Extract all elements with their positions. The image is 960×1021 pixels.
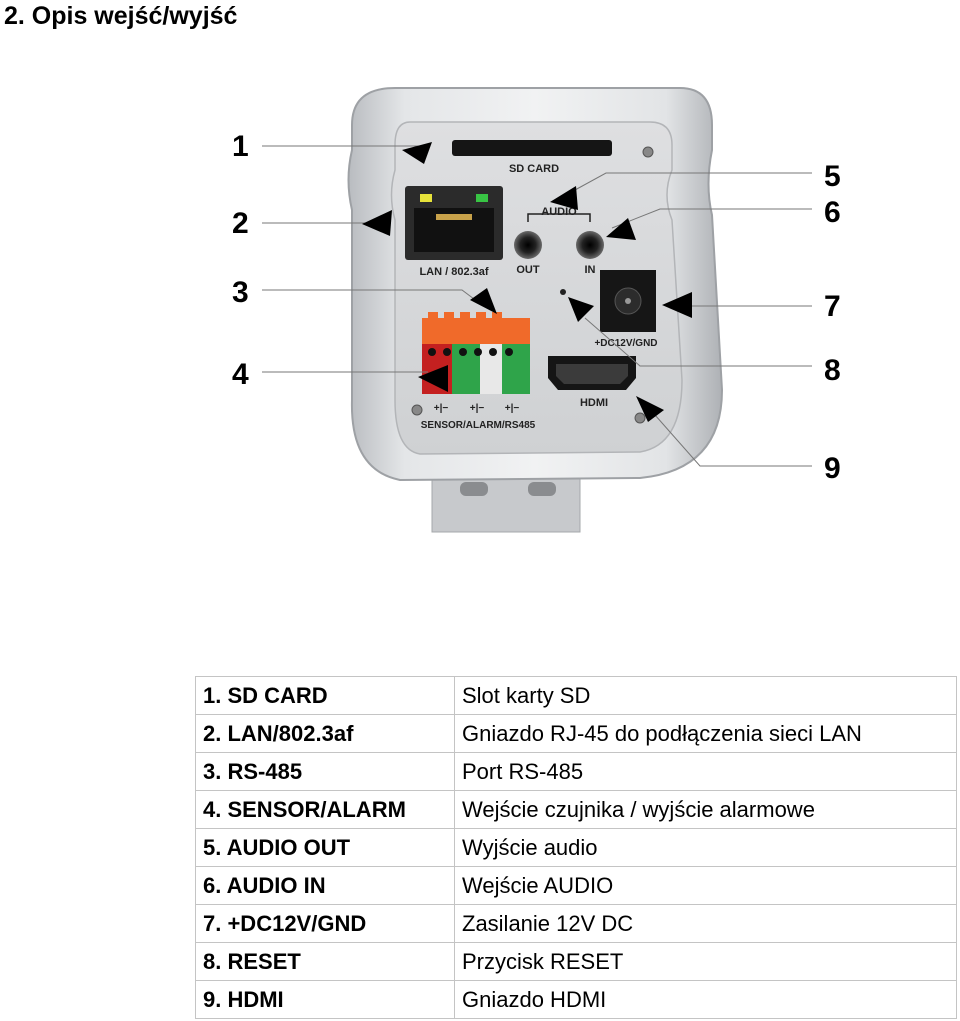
terminal-block xyxy=(422,312,530,394)
sd-card-label: SD CARD xyxy=(509,163,559,175)
table-cell-value: Gniazdo RJ-45 do podłączenia sieci LAN xyxy=(454,714,957,753)
callout-4: 4 xyxy=(232,358,249,391)
hdmi-port xyxy=(548,356,636,390)
table-cell-value: Zasilanie 12V DC xyxy=(454,904,957,943)
dc-power-jack xyxy=(600,270,656,332)
io-description-table: 1. SD CARD Slot karty SD 2. LAN/802.3af … xyxy=(195,676,957,1019)
callout-7: 7 xyxy=(824,290,841,323)
table-cell-value: Gniazdo HDMI xyxy=(454,980,957,1019)
callout-8: 8 xyxy=(824,354,841,387)
table-cell-value: Slot karty SD xyxy=(454,676,957,715)
polarity-label-1: +|− xyxy=(434,403,449,414)
table-row: 6. AUDIO IN Wejście AUDIO xyxy=(195,866,957,905)
table-cell-value: Wejście czujnika / wyjście alarmowe xyxy=(454,790,957,829)
out-label: OUT xyxy=(516,264,540,276)
lan-port xyxy=(405,186,503,260)
polarity-label-2: +|− xyxy=(470,403,485,414)
dc-label: +DC12V/GND xyxy=(594,338,657,349)
table-row: 8. RESET Przycisk RESET xyxy=(195,942,957,981)
sd-card-slot xyxy=(452,140,612,156)
table-row: 4. SENSOR/ALARM Wejście czujnika / wyjśc… xyxy=(195,790,957,829)
table-cell-key: 7. +DC12V/GND xyxy=(195,904,455,943)
audio-out-jack xyxy=(514,231,542,259)
table-row: 9. HDMI Gniazdo HDMI xyxy=(195,980,957,1019)
in-label: IN xyxy=(585,264,596,276)
callout-2: 2 xyxy=(232,207,249,240)
table-cell-value: Przycisk RESET xyxy=(454,942,957,981)
table-cell-key: 1. SD CARD xyxy=(195,676,455,715)
callout-9: 9 xyxy=(824,452,841,485)
callout-5: 5 xyxy=(824,160,841,193)
page-heading: 2. Opis wejść/wyjść xyxy=(4,2,238,30)
table-row: 1. SD CARD Slot karty SD xyxy=(195,676,957,715)
table-cell-value: Wejście AUDIO xyxy=(454,866,957,905)
callout-6: 6 xyxy=(824,196,841,229)
table-cell-key: 9. HDMI xyxy=(195,980,455,1019)
audio-in-jack xyxy=(576,231,604,259)
camera-rear-panel-figure: SD CARD LAN / 802.3af AUDIO OUT IN +DC12… xyxy=(0,60,960,560)
table-row: 7. +DC12V/GND Zasilanie 12V DC xyxy=(195,904,957,943)
table-cell-value: Wyjście audio xyxy=(454,828,957,867)
table-cell-key: 5. AUDIO OUT xyxy=(195,828,455,867)
reset-pinhole xyxy=(560,289,566,295)
polarity-label-3: +|− xyxy=(505,403,520,414)
terminal-label: SENSOR/ALARM/RS485 xyxy=(421,420,536,431)
lan-label: LAN / 802.3af xyxy=(419,266,488,278)
table-cell-value: Port RS-485 xyxy=(454,752,957,791)
table-row: 3. RS-485 Port RS-485 xyxy=(195,752,957,791)
table-row: 5. AUDIO OUT Wyjście audio xyxy=(195,828,957,867)
table-cell-key: 4. SENSOR/ALARM xyxy=(195,790,455,829)
table-cell-key: 6. AUDIO IN xyxy=(195,866,455,905)
hdmi-label: HDMI xyxy=(580,397,608,409)
table-cell-key: 3. RS-485 xyxy=(195,752,455,791)
table-cell-key: 8. RESET xyxy=(195,942,455,981)
table-cell-key: 2. LAN/802.3af xyxy=(195,714,455,753)
callout-1: 1 xyxy=(232,130,249,163)
audio-label: AUDIO xyxy=(541,206,577,218)
callout-3: 3 xyxy=(232,276,249,309)
table-row: 2. LAN/802.3af Gniazdo RJ-45 do podłącze… xyxy=(195,714,957,753)
